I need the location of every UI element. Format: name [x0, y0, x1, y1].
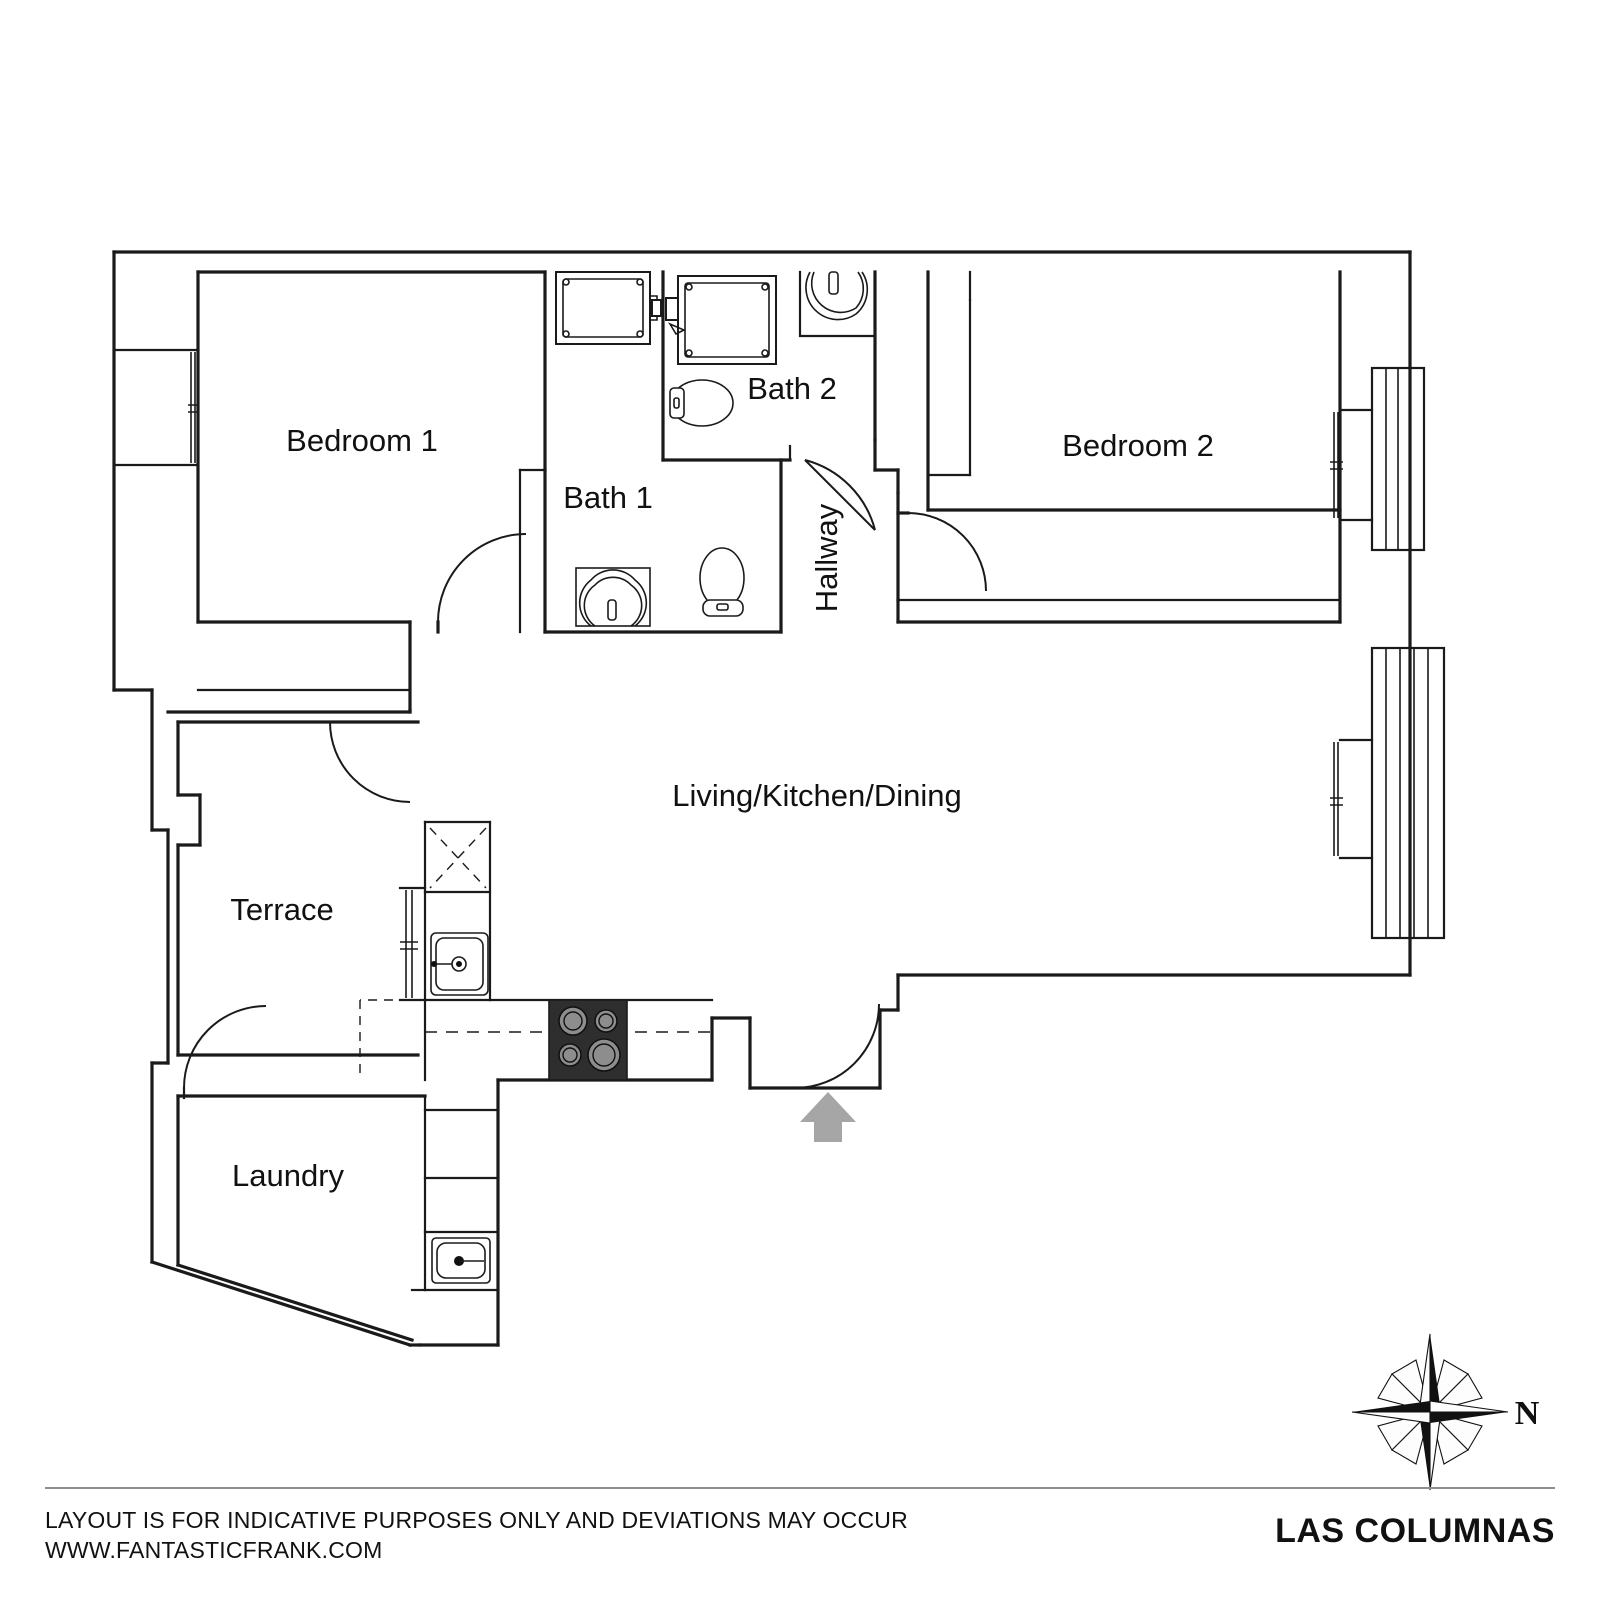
- bath-1-walls: [518, 458, 783, 634]
- window-kitchen: [398, 886, 427, 1002]
- door-laundry: [182, 1005, 267, 1100]
- compass-north-label: N: [1515, 1395, 1540, 1432]
- door-entrance: [794, 1003, 880, 1089]
- sink-bath-2: [798, 270, 877, 338]
- room-label-bath-1: Bath 1: [563, 480, 653, 515]
- door-bath-2: [804, 459, 876, 531]
- footer-text: LAYOUT IS FOR INDICATIVE PURPOSES ONLY A…: [45, 1505, 908, 1566]
- footer-disclaimer: LAYOUT IS FOR INDICATIVE PURPOSES ONLY A…: [45, 1507, 908, 1533]
- window-bedroom-1-left: [112, 348, 200, 467]
- brand-name: LAS COLUMNAS: [1275, 1512, 1555, 1550]
- kitchen-sink: [430, 932, 489, 996]
- laundry-counter: [410, 1094, 500, 1292]
- kitchen-cooktop: [548, 999, 628, 1081]
- entrance-arrow: [800, 1092, 856, 1142]
- shower-enclosure-1: [555, 271, 662, 345]
- shutter-lower-right: [1370, 646, 1446, 940]
- laundry-walls: [175, 1094, 427, 1343]
- toilet-bath-2: [669, 379, 734, 427]
- window-living-right: [1330, 738, 1374, 860]
- bath-2-walls: [661, 270, 877, 472]
- bedroom-2-walls: [926, 270, 1342, 624]
- bedroom-1-walls: [196, 270, 547, 712]
- terrace-walls: [176, 720, 420, 1057]
- door-bedroom-2: [896, 511, 987, 592]
- compass-rose: N: [1351, 1333, 1540, 1491]
- laundry-sink: [431, 1237, 491, 1284]
- room-label-bath-2: Bath 2: [747, 371, 837, 406]
- room-label-living-kitchen-dining: Living/Kitchen/Dining: [672, 778, 962, 813]
- room-label-bedroom-2: Bedroom 2: [1062, 428, 1214, 463]
- room-labels: Bedroom 1 Bath 1 Bath 2 Bedroom 2 Hallwa…: [230, 371, 1214, 1193]
- room-label-bedroom-1: Bedroom 1: [286, 423, 438, 458]
- hallway-walls: [873, 468, 1342, 624]
- shutter-upper-right: [1370, 366, 1426, 552]
- footer-divider: [45, 1487, 1555, 1489]
- footer-website[interactable]: WWW.FANTASTICFRANK.COM: [45, 1537, 383, 1564]
- door-bedroom-1: [436, 533, 527, 634]
- room-label-laundry: Laundry: [232, 1158, 345, 1193]
- window-bedroom-2-right: [1330, 408, 1374, 522]
- room-label-terrace: Terrace: [230, 892, 333, 927]
- room-label-hallway: Hallway: [809, 503, 844, 612]
- door-terrace: [329, 721, 411, 803]
- shower-bath-2: [665, 275, 777, 365]
- toilet-bath-1: [699, 547, 745, 617]
- sink-bath-1: [575, 567, 651, 627]
